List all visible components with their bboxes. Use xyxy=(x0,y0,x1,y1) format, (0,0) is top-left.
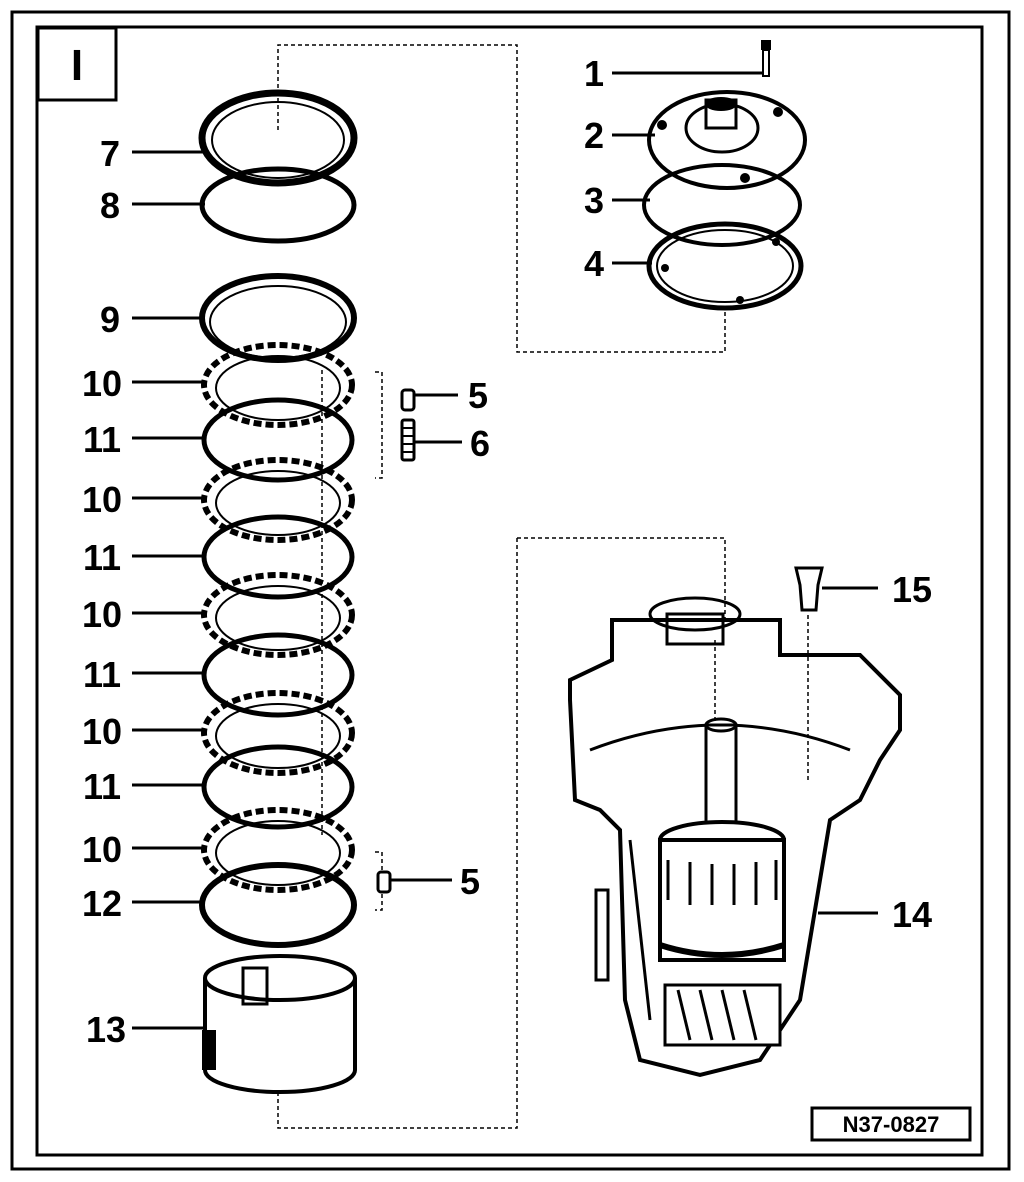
callout-9: 9 xyxy=(100,299,120,340)
sheet-id-box: I xyxy=(36,26,118,102)
callout-11-a: 11 xyxy=(83,419,121,460)
figure-ref-box: N37-0827 xyxy=(810,1106,972,1142)
part-14-housing-assembly xyxy=(568,596,902,1078)
callout-5-upper: 5 xyxy=(468,375,488,416)
callout-7: 7 xyxy=(100,133,120,174)
callout-8: 8 xyxy=(100,185,120,226)
part-12-end-plate xyxy=(199,862,357,948)
part-5-pin-lower xyxy=(376,870,392,894)
callout-3: 3 xyxy=(584,180,604,221)
part-9-pressure-plate xyxy=(199,273,357,363)
callout-10-b: 10 xyxy=(82,479,122,520)
part-3-o-ring xyxy=(642,163,802,247)
assembly-guide-lines xyxy=(277,44,809,1129)
callout-10-a: 10 xyxy=(82,363,122,404)
part-1-bolt xyxy=(761,40,771,77)
part-5-pin-upper xyxy=(400,388,416,412)
figure-ref: N37-0827 xyxy=(843,1112,940,1137)
part-6-spring xyxy=(400,418,416,462)
callout-11-c: 11 xyxy=(83,654,121,695)
callout-10-e: 10 xyxy=(82,829,122,870)
leader-lines xyxy=(132,71,878,1030)
clutch-plates-stack xyxy=(201,342,355,893)
callout-2: 2 xyxy=(584,115,604,156)
callout-13: 13 xyxy=(86,1009,126,1050)
part-13-sleeve xyxy=(202,954,357,1094)
callout-10-d: 10 xyxy=(82,711,122,752)
callout-11-d: 11 xyxy=(83,766,121,807)
callout-4: 4 xyxy=(584,243,604,284)
part-4-gasket xyxy=(646,221,804,311)
inner-border xyxy=(35,25,984,1157)
callout-14: 14 xyxy=(892,894,932,935)
callout-12: 12 xyxy=(82,883,122,924)
part-15-plug xyxy=(794,566,824,612)
sheet-id: I xyxy=(71,41,83,90)
part-2-cover xyxy=(647,90,807,190)
callout-5-lower: 5 xyxy=(460,861,480,902)
part-7-snap-ring xyxy=(198,89,358,187)
callout-1: 1 xyxy=(584,53,604,94)
callout-6: 6 xyxy=(470,423,490,464)
outer-border xyxy=(10,10,1011,1171)
callout-15: 15 xyxy=(892,569,932,610)
callout-10-c: 10 xyxy=(82,594,122,635)
callout-11-b: 11 xyxy=(83,537,121,578)
